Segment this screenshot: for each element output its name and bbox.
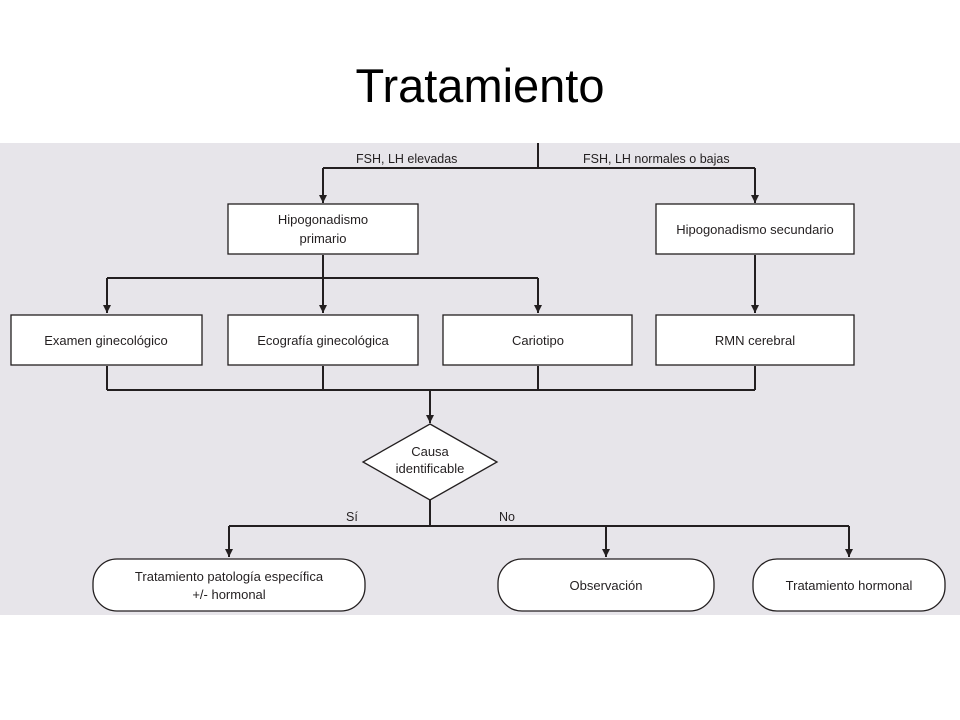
node-label: identificable xyxy=(396,461,465,476)
edge-label-yes: Sí xyxy=(346,510,358,524)
node-observation: Observación xyxy=(497,558,715,612)
primary-branch-connector xyxy=(103,255,542,313)
node-label: +/- hormonal xyxy=(192,587,265,602)
node-label: Tratamiento hormonal xyxy=(786,578,913,593)
node-label: Ecografía ginecológica xyxy=(257,333,389,348)
node-gyn-exam: Examen ginecológico xyxy=(10,314,203,366)
node-specific-treatment: Tratamiento patología específica +/- hor… xyxy=(92,558,366,612)
node-gyn-ultrasound: Ecografía ginecológica xyxy=(227,314,419,366)
edge-label-fsh-high: FSH, LH elevadas xyxy=(356,152,457,166)
node-decision-identifiable-cause: Causa identificable xyxy=(361,423,499,501)
edge-label-no: No xyxy=(499,510,515,524)
top-split-connector xyxy=(319,143,759,203)
node-secondary-hypogonadism: Hipogonadismo secundario xyxy=(655,203,855,255)
merge-connector xyxy=(106,366,756,423)
node-karyotype: Cariotipo xyxy=(442,314,633,366)
node-hormonal-treatment: Tratamiento hormonal xyxy=(752,558,946,612)
node-label: Hipogonadismo secundario xyxy=(676,222,834,237)
node-primary-hypogonadism: Hipogonadismo primario xyxy=(227,203,419,255)
outcome-connector xyxy=(225,500,853,557)
node-label: primario xyxy=(300,231,347,246)
edge-label-fsh-normal-low: FSH, LH normales o bajas xyxy=(583,152,730,166)
slide-title: Tratamiento xyxy=(355,59,605,112)
node-label: Examen ginecológico xyxy=(44,333,168,348)
node-label: RMN cerebral xyxy=(715,333,795,348)
node-label: Observación xyxy=(570,578,643,593)
node-mri: RMN cerebral xyxy=(655,314,855,366)
node-label: Hipogonadismo xyxy=(278,212,368,227)
node-label: Tratamiento patología específica xyxy=(135,569,324,584)
node-label: Cariotipo xyxy=(512,333,564,348)
node-label: Causa xyxy=(411,444,449,459)
